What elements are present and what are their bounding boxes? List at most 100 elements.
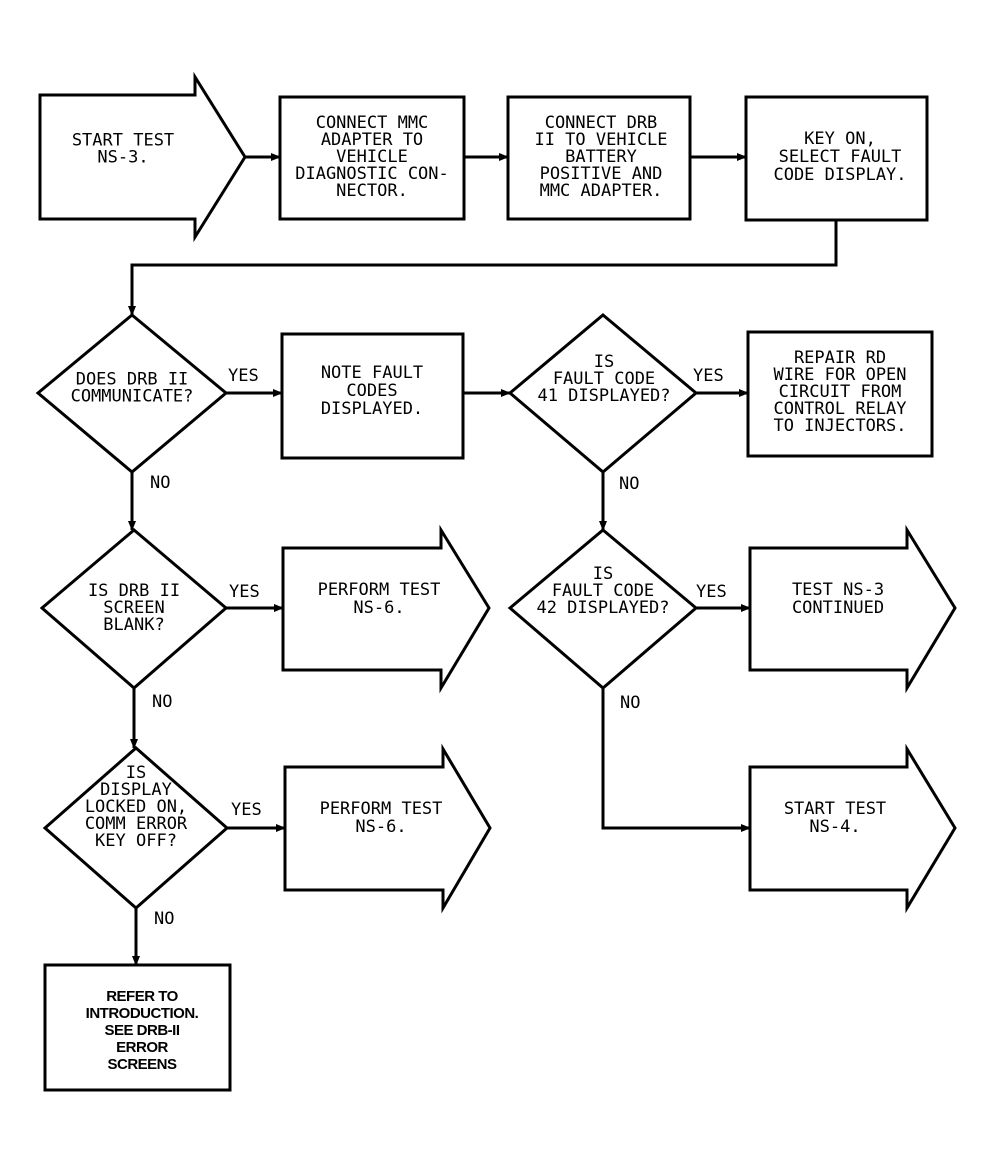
ns3-continued-shape bbox=[748, 524, 957, 694]
refer-intro-shape bbox=[43, 963, 232, 1092]
refer-intro-label-line: SCREENS bbox=[107, 1056, 177, 1073]
q-blank-label-line: SCREEN bbox=[103, 598, 164, 618]
q-locked-shape bbox=[42, 746, 230, 910]
connect-drb-label-line: CONNECT DRB bbox=[545, 113, 658, 133]
connect-mmc-label-line: NECTOR. bbox=[336, 181, 408, 201]
q-code42-label-line: 42 DISPLAYED? bbox=[536, 598, 669, 618]
key-on-shape bbox=[744, 95, 929, 222]
q-blank-shape bbox=[39, 528, 229, 690]
connect-drb-label-line: MMC ADAPTER. bbox=[540, 181, 663, 201]
q-code41-label-line: FAULT CODE bbox=[553, 369, 655, 389]
q-communicate-label-line: DOES DRB II bbox=[76, 370, 189, 390]
q-code42-label-line: FAULT CODE bbox=[552, 581, 654, 601]
start-ns3-shape bbox=[38, 71, 247, 243]
connect-mmc-shape bbox=[278, 95, 466, 221]
no-locked-label: NO bbox=[154, 909, 174, 929]
start-ns3-label-line: START TEST bbox=[72, 131, 174, 151]
edge-code42-no bbox=[601, 688, 751, 832]
note-codes-shape bbox=[280, 332, 465, 460]
connect-mmc-label-line: VEHICLE bbox=[336, 147, 408, 167]
ns3-continued-label-line: TEST NS-3 bbox=[792, 580, 884, 600]
note-codes-label-line: CODES bbox=[346, 381, 397, 401]
refer-intro-label-line: SEE DRB-II bbox=[104, 1022, 179, 1039]
connect-drb-label-line: POSITIVE AND bbox=[540, 164, 663, 184]
repair-wire-label-line: WIRE FOR OPEN bbox=[773, 365, 906, 385]
perform-ns6-a-label-line: PERFORM TEST bbox=[318, 580, 441, 600]
q-locked-label-line: COMM ERROR bbox=[85, 814, 188, 834]
q-blank-label-line: BLANK? bbox=[103, 615, 164, 635]
perform-ns6-b-label-line: PERFORM TEST bbox=[320, 799, 443, 819]
perform-ns6-b-label-line: NS-6. bbox=[355, 817, 406, 837]
key-on-label-line: CODE DISPLAY. bbox=[773, 165, 906, 185]
repair-wire-label-line: CIRCUIT FROM bbox=[779, 382, 902, 402]
key-on-label-line: SELECT FAULT bbox=[779, 147, 902, 167]
yes-code41-label: YES bbox=[693, 366, 724, 386]
refer-intro-label-line: ERROR bbox=[116, 1039, 168, 1056]
note-codes-label-line: DISPLAYED. bbox=[321, 399, 423, 419]
yes-locked-label: YES bbox=[231, 800, 262, 820]
yes-blank-label: YES bbox=[229, 582, 260, 602]
edge-labels: YES NO YES NO YES NO YES NO YES NO bbox=[150, 366, 727, 929]
note-codes-label-line: NOTE FAULT bbox=[321, 363, 423, 383]
connectors bbox=[128, 153, 838, 966]
connect-mmc-label-line: DIAGNOSTIC CON- bbox=[295, 164, 449, 184]
q-locked-label-line: IS bbox=[126, 763, 146, 783]
no-blank-label: NO bbox=[152, 692, 172, 712]
shapes bbox=[35, 71, 957, 1092]
no-communicate-label: NO bbox=[150, 473, 170, 493]
connect-drb-shape bbox=[506, 95, 692, 221]
q-code42-label-line: IS bbox=[593, 564, 613, 584]
q-code41-shape bbox=[507, 313, 699, 474]
q-communicate-label-line: COMMUNICATE? bbox=[71, 387, 194, 407]
edge-keyon-to-communicate bbox=[128, 220, 838, 316]
q-code42-shape bbox=[507, 528, 699, 690]
repair-wire-label-line: REPAIR RD bbox=[794, 348, 886, 368]
perform-ns6-a-shape bbox=[281, 524, 491, 694]
start-ns4-label-line: NS-4. bbox=[809, 817, 860, 837]
refer-intro-label-line: INTRODUCTION. bbox=[86, 1005, 199, 1022]
start-ns3-label-line: NS-3. bbox=[97, 148, 148, 168]
q-code41-label-line: 41 DISPLAYED? bbox=[537, 386, 670, 406]
start-ns4-label-line: START TEST bbox=[784, 799, 886, 819]
repair-wire-label-line: TO INJECTORS. bbox=[773, 416, 906, 436]
q-locked-label-line: KEY OFF? bbox=[95, 831, 177, 851]
q-locked-label-line: DISPLAY bbox=[100, 780, 172, 800]
no-code41-label: NO bbox=[619, 474, 639, 494]
start-ns4-shape bbox=[748, 743, 957, 914]
connect-mmc-label-line: CONNECT MMC bbox=[316, 113, 429, 133]
connect-drb-label-line: BATTERY bbox=[565, 147, 637, 167]
refer-intro-label-line: REFER TO bbox=[106, 988, 178, 1005]
repair-wire-shape bbox=[746, 330, 934, 458]
ns3-continued-label-line: CONTINUED bbox=[792, 598, 884, 618]
repair-wire-label-line: CONTROL RELAY bbox=[773, 399, 906, 419]
q-blank-label-line: IS DRB II bbox=[88, 581, 180, 601]
q-locked-label-line: LOCKED ON, bbox=[85, 797, 187, 817]
q-code41-label-line: IS bbox=[594, 352, 614, 372]
key-on-label-line: KEY ON, bbox=[804, 129, 876, 149]
yes-communicate-label: YES bbox=[228, 366, 259, 386]
yes-code42-label: YES bbox=[696, 582, 727, 602]
connect-drb-label-line: II TO VEHICLE bbox=[534, 130, 667, 150]
perform-ns6-b-shape bbox=[283, 743, 492, 914]
connect-mmc-label-line: ADAPTER TO bbox=[321, 130, 423, 150]
perform-ns6-a-label-line: NS-6. bbox=[353, 598, 404, 618]
no-code42-label: NO bbox=[620, 693, 640, 713]
